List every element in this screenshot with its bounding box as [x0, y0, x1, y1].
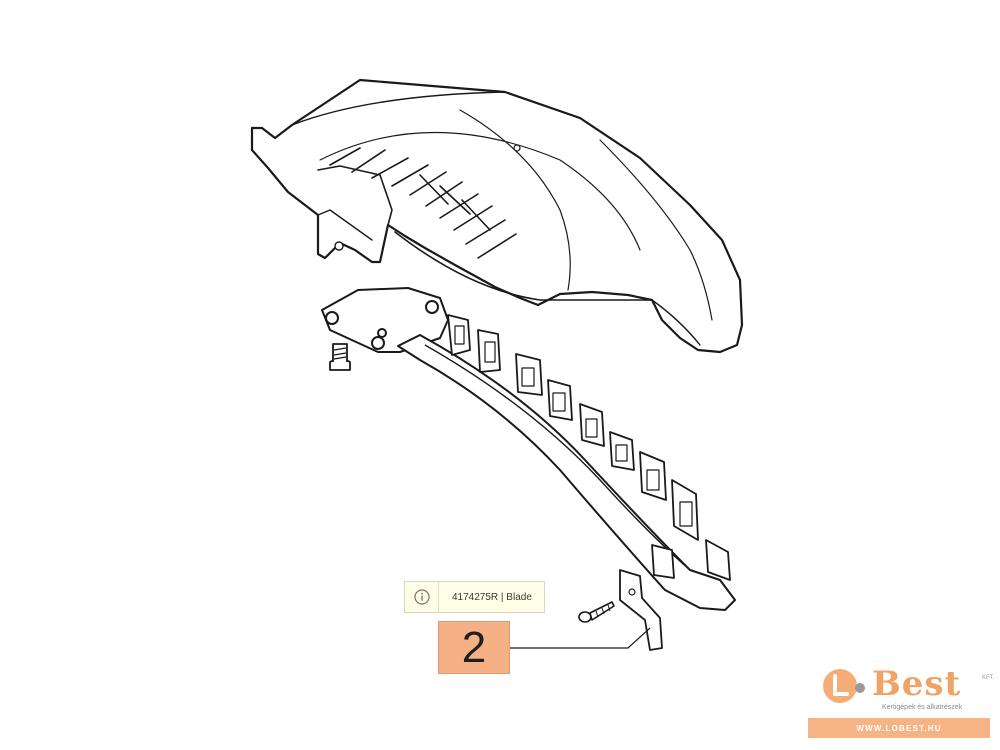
part-callout-number[interactable]: 2	[438, 621, 510, 674]
logo-mark	[823, 669, 865, 703]
logo-url[interactable]: WWW.LOBEST.HU	[856, 723, 942, 733]
logo-tagline: Kertigépek és alkatrészek	[882, 704, 963, 711]
grass-guard-part[interactable]	[250, 78, 744, 354]
leader-line	[510, 627, 651, 649]
blade-strip[interactable]	[397, 314, 736, 611]
logo-url-band[interactable]: WWW.LOBEST.HU	[808, 718, 990, 738]
blade-part[interactable]	[619, 569, 663, 651]
lobest-logo: Best KFT. Kertigépek és alkatrészek WWW.…	[808, 660, 994, 744]
part-info-text: 4174275R | Blade	[452, 591, 532, 603]
logo-suffix: KFT.	[982, 675, 995, 681]
part-info-tooltip[interactable]: 4174275R | Blade	[404, 581, 545, 613]
logo-brand-name: Best	[872, 664, 962, 704]
info-icon[interactable]	[405, 582, 439, 612]
bolt[interactable]	[329, 343, 351, 371]
screw[interactable]	[578, 601, 615, 623]
